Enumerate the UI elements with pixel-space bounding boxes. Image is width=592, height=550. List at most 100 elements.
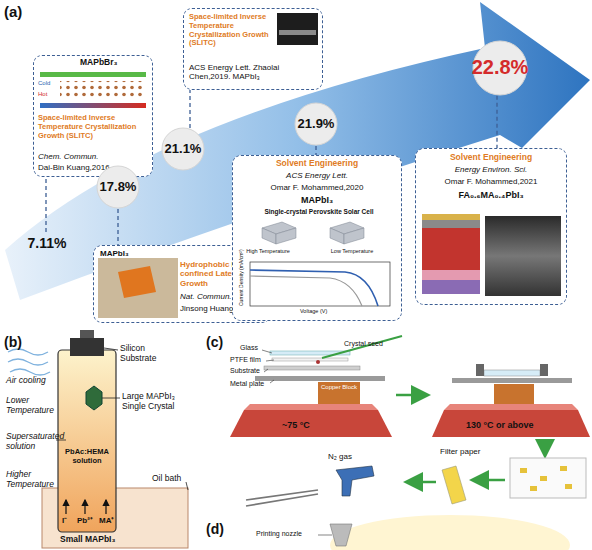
- figure-label: Large MAPbI₃ Single Crystal: [122, 392, 194, 412]
- efficiency-circle: 17.8%: [96, 165, 140, 209]
- box-text: Solvent Engineering: [416, 153, 566, 163]
- box-text: Nat. Commun.: [180, 292, 232, 301]
- dashed-connector: [45, 177, 46, 232]
- box-text: Energy Environ. Sci.: [416, 165, 566, 174]
- figure-label: Single-crystal Perovskite Solar Cell: [240, 208, 398, 215]
- box-text: Dai-Bin Kuang,2016: [38, 163, 110, 172]
- figure-label: (b): [4, 334, 22, 350]
- efficiency-value: 21.1%: [165, 141, 202, 156]
- crystal-seed: [316, 360, 320, 364]
- figure-label: Hot: [38, 91, 47, 98]
- figure-label: Oil bath: [152, 474, 181, 484]
- leader-line: [318, 535, 332, 536]
- step-arrow: [474, 479, 505, 482]
- device-stack: [422, 214, 480, 294]
- dropper: [322, 336, 402, 358]
- single-crystal: [86, 386, 102, 410]
- illustration-part: [105, 500, 106, 514]
- figure-label: Small MAPbI₃: [60, 535, 115, 545]
- box-text: MAPbI₃: [233, 195, 401, 206]
- figure-label: ~75 °C: [282, 420, 310, 430]
- efficiency-value: 21.9%: [298, 116, 335, 131]
- dashed-connector: [189, 90, 190, 128]
- figure-label: Silicon Substrate: [120, 344, 182, 364]
- figure-label: Supersaturated solution: [6, 432, 58, 452]
- illustration-part: [276, 228, 296, 244]
- jv-plot-frame: [250, 262, 390, 306]
- figure-label: MAPbBr₃: [80, 58, 117, 68]
- figure-label: (d): [206, 521, 224, 537]
- circle-shape: [162, 128, 204, 170]
- box-text: Space-limited Inverse Temperature Crysta…: [38, 114, 152, 140]
- hot-plate: [230, 410, 392, 437]
- ptfe-film: [272, 358, 348, 361]
- efficiency-value: 17.8%: [100, 179, 137, 194]
- cross-section-image: [277, 13, 318, 45]
- hot-plate: [432, 410, 590, 437]
- circle-shape: [97, 166, 139, 208]
- printing-area: [330, 515, 570, 550]
- dashed-connector: [315, 146, 316, 155]
- efficiency-circle: 21.9%: [294, 102, 338, 146]
- cold-plate: [40, 72, 146, 77]
- printing-nozzle: [330, 524, 352, 546]
- metal-plate: [255, 376, 385, 381]
- step-arrow: [396, 394, 426, 397]
- illustration-part: [330, 228, 344, 244]
- illustration-part: [246, 494, 318, 506]
- crystal-lattice: [60, 81, 142, 99]
- hot-plate: [40, 103, 146, 108]
- efficiency-circle: 22.8%: [472, 40, 528, 96]
- figure-label: Filter paper: [440, 447, 480, 456]
- efficiency-marker: 7.11%: [22, 232, 72, 254]
- figure-label: PTFE film: [230, 356, 261, 364]
- growth-tube: [58, 350, 116, 532]
- illustration-part: [530, 486, 537, 491]
- leader-lines: [262, 350, 274, 383]
- illustration-part: [266, 360, 274, 361]
- box-text: ACS Energy Lett. Zhaolai Chen,2019. MAPb…: [189, 63, 319, 82]
- hot-plate-top: [244, 404, 378, 410]
- solvent-vial: [442, 466, 466, 504]
- illustration-part: [84, 500, 85, 514]
- efficiency-value: 7.11%: [28, 235, 67, 251]
- crystal-pieces: [520, 466, 572, 491]
- figure-label: Higher Temperature: [6, 470, 58, 490]
- illustration-part: [65, 500, 66, 514]
- illustration-part: [102, 398, 120, 399]
- illustration-part: [422, 270, 480, 280]
- figure-label: PbAc:HEMA solution: [58, 448, 116, 465]
- figure-label: N₂ gas: [328, 452, 352, 461]
- efficiency-circle: 21.1%: [161, 127, 205, 171]
- box-text: Omar F. Mohammed,2020: [233, 183, 401, 192]
- illustration-part: [270, 380, 274, 383]
- illustration-part: [422, 220, 480, 228]
- figure-label: MA⁺: [99, 516, 114, 525]
- silicon-substrate: [70, 338, 104, 356]
- crystal-slab: [279, 30, 316, 35]
- filter-paper: [510, 458, 586, 498]
- figure-label: Cold: [38, 80, 50, 87]
- clamp: [476, 364, 484, 376]
- figure-label: Current Density (mA/cm²): [239, 249, 245, 306]
- crystal-film: [118, 266, 156, 298]
- illustration-part: [540, 476, 547, 481]
- jv-curve: [250, 270, 378, 306]
- crystal-cubes: [262, 222, 364, 244]
- illustration-part: [262, 228, 276, 244]
- figure-label: High Temperature: [246, 248, 290, 254]
- dashed-connector: [117, 209, 118, 245]
- illustration-part: [262, 350, 272, 353]
- circle-shape: [295, 103, 337, 145]
- figure-label: Pb²⁺: [77, 516, 93, 525]
- hot-plate-top: [444, 404, 578, 410]
- metal-plate: [452, 378, 572, 383]
- step-arrow: [408, 481, 436, 484]
- copper-block: [318, 382, 360, 404]
- figure-label: Glass: [240, 344, 258, 352]
- illustration-part: [422, 214, 480, 220]
- figure-label: Voltage (V): [300, 308, 327, 314]
- efficiency-value: 22.8%: [472, 56, 529, 79]
